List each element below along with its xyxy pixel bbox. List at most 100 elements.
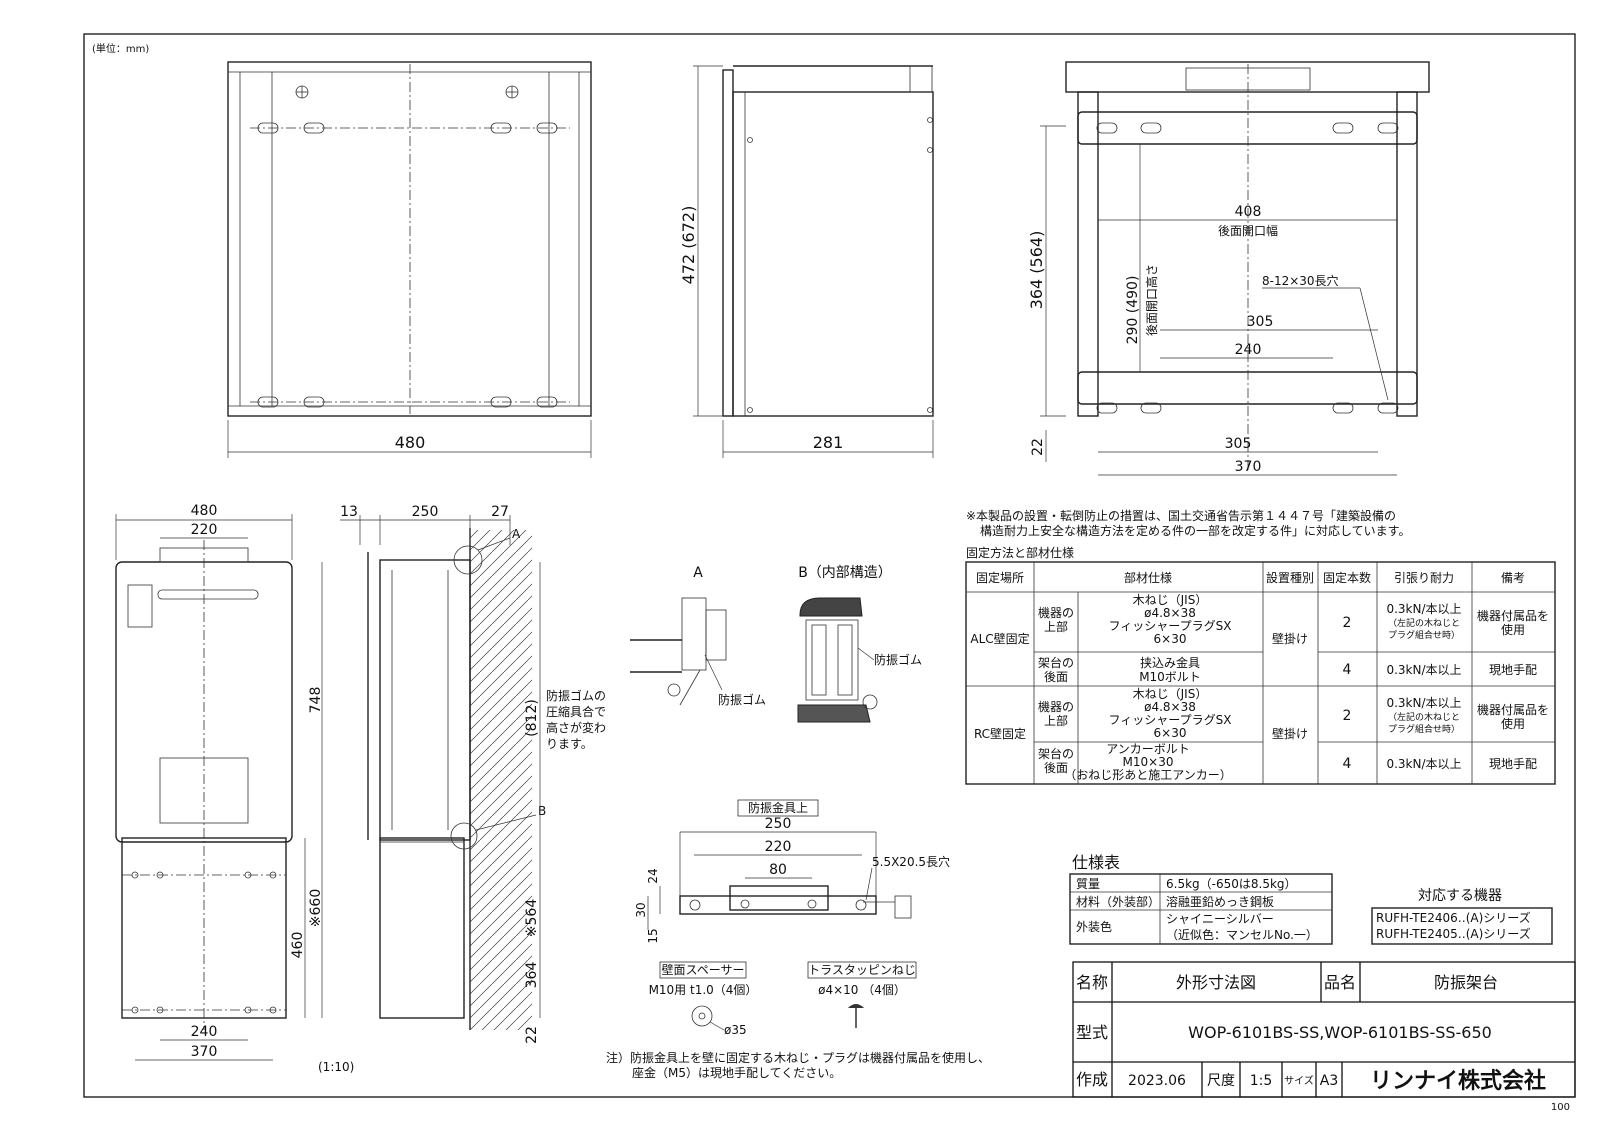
- bracket-d250: 250: [765, 816, 792, 832]
- note-top-2: 構造耐力上安全な構造方法を定める件の一部を改定する件」に対応しています。: [980, 523, 1410, 538]
- detail-b-title: B（内部構造）: [798, 565, 892, 581]
- parts-views: 壁面スペーサー M10用 t1.0（4個） ø35 トラスタッピンねじ ø4×1…: [649, 961, 917, 1037]
- side-view: 472 (672) 281: [679, 65, 934, 458]
- bracket-d30: 30: [634, 902, 648, 917]
- sub-back-1a: 架台の: [1038, 655, 1074, 670]
- back-opening-width: 408: [1235, 204, 1262, 220]
- assembly-front-view: 480 220 748 460 ※660 240 370 (1:10): [115, 503, 354, 1074]
- remark-upper-rc-2: 使用: [1501, 716, 1525, 731]
- remark-back-alc: 現地手配: [1489, 663, 1537, 677]
- note-top-1: ※本製品の設置・転倒防止の措置は、国土交通省告示第１４４７号「建築設備の: [966, 508, 1396, 523]
- spec-value-color-1: シャイニーシルバー: [1166, 912, 1274, 926]
- detail-b-rubber: 防振ゴム: [874, 652, 922, 667]
- assembly-scale: (1:10): [318, 1060, 354, 1074]
- upper-spec-2a: 木ねじ（JIS）: [1133, 687, 1208, 701]
- rubber-note-2: 圧縮具合で: [546, 704, 606, 719]
- bracket-d220: 220: [765, 839, 792, 855]
- slot-label: 8-12×30長穴: [1262, 273, 1339, 288]
- remark-upper-rc-1: 機器付属品を: [1477, 702, 1549, 717]
- spec-label-color: 外装色: [1076, 920, 1112, 934]
- dim-370: 370: [1235, 459, 1262, 475]
- strength-upper-rc-3: プラグ組合せ時）: [1388, 723, 1460, 735]
- fix-header-remark: 備考: [1501, 570, 1525, 585]
- tb-made-label: 作成: [1076, 1070, 1108, 1089]
- strength-back-alc: 0.3kN/本以上: [1386, 663, 1461, 677]
- spec-value-color-2: （近似色：マンセルNo.一）: [1166, 928, 1318, 942]
- screw-title: トラスタッピンねじ: [808, 963, 916, 977]
- spec-caption: 仕様表: [1072, 853, 1120, 872]
- sub-upper-2a: 機器の: [1038, 699, 1074, 714]
- spacer-spec: M10用 t1.0（4個）: [649, 983, 758, 997]
- rc-back-spec-2: M10×30: [1123, 755, 1174, 769]
- sheet-number: 100: [1551, 1102, 1570, 1113]
- assembly-w240: 240: [191, 1024, 218, 1040]
- rubber-note-4: ります。: [546, 737, 593, 751]
- bracket-view: 防振金具上 250 220 80 5.5X20.5長穴 24 30 15: [634, 799, 950, 944]
- assembly-w480: 480: [191, 503, 218, 519]
- tb-scale-label: 尺度: [1207, 1073, 1235, 1089]
- upper-spec-1a: 木ねじ（JIS）: [1133, 593, 1208, 607]
- remark-upper-alc-2: 使用: [1501, 622, 1525, 637]
- fix-table-caption: 固定方法と部材仕様: [966, 545, 1074, 560]
- upper-spec-2d: 6×30: [1154, 726, 1187, 740]
- spec-table: 仕様表 質量 6.5kg（-650は8.5kg） 材料（外装部） 溶融亜鉛めっき…: [1069, 853, 1333, 945]
- sub-upper-1a: 機器の: [1038, 605, 1074, 620]
- strength-back-rc: 0.3kN/本以上: [1386, 757, 1461, 771]
- count-back-rc: 4: [1343, 756, 1352, 772]
- remark-back-rc: 現地手配: [1489, 757, 1537, 771]
- alc-back-spec-1: 挟込み金具: [1140, 655, 1200, 670]
- bracket-d80: 80: [769, 862, 787, 878]
- install-type-rc: 壁掛け: [1272, 726, 1308, 741]
- strength-upper-alc-3: プラグ組合せ時）: [1388, 629, 1460, 641]
- spec-value-material: 溶融亜鉛めっき鋼板: [1166, 894, 1274, 909]
- dim-305-bottom: 305: [1225, 436, 1252, 452]
- front-view: 480: [227, 61, 592, 458]
- assembly-h22: 22: [524, 1026, 540, 1044]
- count-upper-rc: 2: [1343, 708, 1352, 724]
- back-22-label: 22: [1030, 438, 1046, 456]
- upper-spec-1d: 6×30: [1154, 632, 1187, 646]
- assembly-h748: 748: [308, 687, 324, 714]
- tb-model-value: WOP-6101BS-SS,WOP-6101BS-SS-650: [1188, 1023, 1492, 1042]
- screw-spec: ø4×10 （4個）: [818, 983, 906, 997]
- compatible-box: 対応する機器 RUFH-TE2406‥(A)シリーズ RUFH-TE2405‥(…: [1371, 888, 1553, 945]
- side-depth-label: 281: [813, 433, 844, 452]
- spec-label-material: 材料（外装部）: [1076, 894, 1160, 909]
- rubber-note-1: 防振ゴムの: [546, 688, 606, 703]
- tb-model-label: 型式: [1076, 1023, 1108, 1042]
- strength-upper-alc-1: 0.3kN/本以上: [1386, 602, 1461, 616]
- assembly-w370: 370: [191, 1044, 218, 1060]
- back-opening-height-label: 後面開口高さ: [1144, 264, 1159, 336]
- install-type-alc: 壁掛け: [1272, 631, 1308, 646]
- tb-product-value: 防振架台: [1434, 973, 1498, 992]
- tb-name-value: 外形寸法図: [1176, 973, 1256, 992]
- sub-upper-1b: 上部: [1044, 619, 1068, 634]
- assembly-w220: 220: [191, 522, 218, 538]
- bracket-d15: 15: [646, 928, 660, 943]
- assembly-d250: 250: [412, 504, 439, 520]
- assembly-h564: ※564: [524, 899, 540, 938]
- detail-views: A 防振ゴム B（内部構造） 防振ゴム: [630, 565, 922, 723]
- side-height-label: 472 (672): [679, 206, 698, 285]
- upper-spec-1b: ø4.8×38: [1144, 606, 1196, 620]
- upper-spec-1c: フィッシャープラグSX: [1109, 619, 1232, 633]
- strength-upper-alc-2: （左記の木ねじと: [1388, 617, 1460, 629]
- bracket-title: 防振金具上: [748, 800, 808, 815]
- tb-company: リンナイ株式会社: [1370, 1068, 1546, 1094]
- mark-b-callout: B: [538, 804, 546, 818]
- fix-header-strength: 引張り耐力: [1394, 571, 1454, 585]
- count-upper-alc: 2: [1343, 615, 1352, 631]
- upper-spec-2c: フィッシャープラグSX: [1109, 713, 1232, 727]
- strength-upper-rc-2: （左記の木ねじと: [1388, 711, 1460, 723]
- assembly-h460: 460: [290, 932, 306, 959]
- remark-upper-alc-1: 機器付属品を: [1477, 608, 1549, 623]
- bracket-d24: 24: [646, 868, 660, 883]
- tb-size-label: サイズ: [1284, 1074, 1314, 1087]
- note-bottom-1: 注）防振金具上を壁に固定する木ねじ・プラグは機器付属品を使用し、: [606, 1050, 990, 1065]
- count-back-alc: 4: [1343, 662, 1352, 678]
- sub-back-1b: 後面: [1044, 670, 1068, 684]
- rc-back-spec-1: アンカーボルト: [1106, 742, 1190, 756]
- detail-a-title: A: [693, 565, 703, 581]
- fix-header-place: 固定場所: [976, 570, 1024, 585]
